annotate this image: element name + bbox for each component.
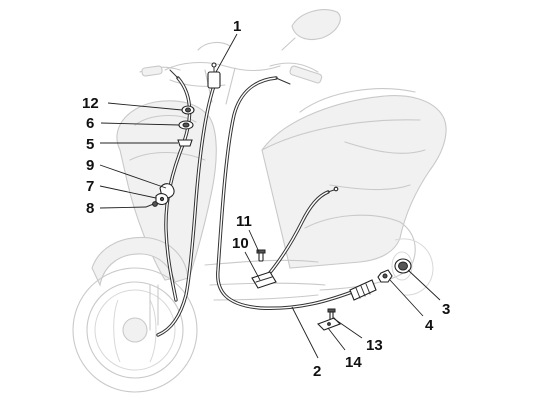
leader-3: [407, 269, 441, 301]
part-3-cap: [394, 258, 412, 274]
callout-9: 9: [86, 157, 94, 174]
callout-10: 10: [232, 235, 249, 252]
callout-5: 5: [86, 136, 94, 153]
leader-11: [248, 229, 260, 253]
callout-14: 14: [345, 354, 362, 371]
part-1-fitting: [207, 62, 221, 89]
cable-rear-branch: [260, 190, 330, 284]
leader-13: [332, 317, 363, 339]
front-wheel: [72, 267, 198, 393]
leader-1: [215, 33, 238, 73]
cable-1: [156, 84, 216, 337]
part-8-screw: [145, 201, 158, 208]
leader-lines: [99, 33, 441, 359]
callout-8: 8: [86, 200, 94, 217]
rear-body: [261, 95, 447, 269]
callout-4: 4: [425, 317, 434, 334]
leader-7: [99, 185, 157, 199]
leader-9: [99, 164, 167, 189]
part-11-screw: [256, 249, 266, 262]
callout-6: 6: [86, 115, 94, 132]
callout-13: 13: [366, 337, 383, 354]
leader-14: [327, 327, 346, 351]
scooter-outline: [72, 9, 447, 393]
callout-12: 12: [82, 95, 99, 112]
cable-adjuster: [349, 279, 377, 301]
part-7-clamp: [155, 193, 169, 205]
leader-2: [291, 306, 319, 359]
leader-8: [99, 206, 147, 209]
callout-2: 2: [313, 363, 321, 380]
part-10-junction: [251, 271, 277, 289]
callout-1: 1: [233, 18, 241, 35]
part-4-nut: [377, 269, 393, 283]
leader-12: [107, 102, 183, 111]
cables: [156, 69, 354, 337]
parts: [145, 62, 412, 331]
part-12-clamp: [181, 105, 195, 115]
callout-labels: 1 2 3 4 5 6 7 8 9 10 11 12 13 14: [82, 18, 450, 380]
part-6-clamp: [178, 120, 194, 130]
part-14-plate: [317, 317, 341, 331]
leader-4: [389, 279, 424, 317]
leader-6: [100, 122, 180, 126]
callout-11: 11: [236, 213, 252, 230]
part-5-clip: [177, 139, 193, 147]
cable-2: [216, 76, 354, 310]
callout-7: 7: [86, 178, 94, 195]
callout-3: 3: [442, 301, 450, 318]
leader-10: [244, 251, 261, 281]
